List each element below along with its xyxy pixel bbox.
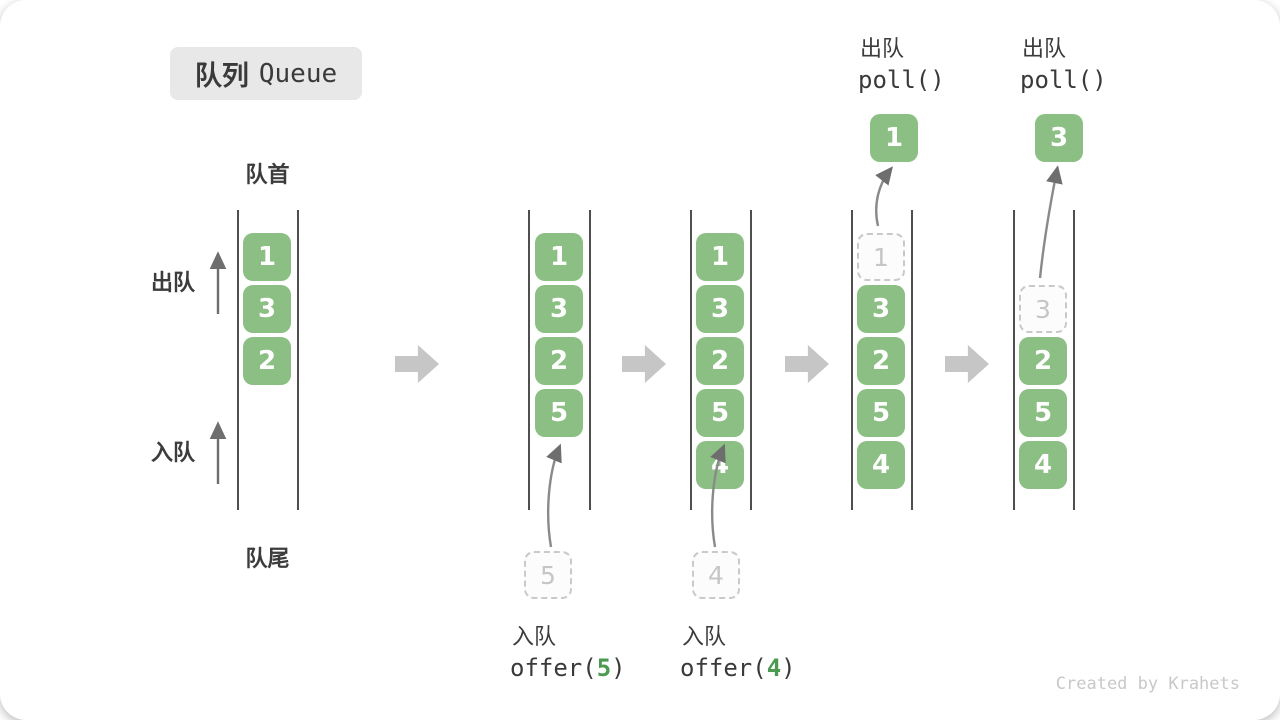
title-chinese: 队列 (194, 61, 249, 91)
label-enqueue-side: 入队 (151, 440, 196, 465)
code-offer-4-post: ) (781, 654, 796, 682)
queue-item: 3 (243, 285, 291, 333)
label-dequeue-op-2: 出队 (1022, 36, 1067, 61)
queue-item: 2 (857, 337, 905, 385)
queue-item: 3 (857, 285, 905, 333)
title-box: 队列 Queue (170, 47, 362, 100)
label-dequeue-op-1: 出队 (860, 36, 905, 61)
code-offer-5-arg: 5 (596, 654, 612, 682)
queue-wall (851, 210, 853, 510)
code-poll-1: poll() (858, 66, 945, 94)
queue-item: 5 (1019, 389, 1067, 437)
queue-wall (237, 210, 239, 510)
queue-item: 5 (696, 389, 744, 437)
queue-item: 4 (1019, 441, 1067, 489)
queue-item: 2 (1019, 337, 1067, 385)
popped-item: 3 (1035, 114, 1083, 162)
label-queue-rear: 队尾 (245, 546, 290, 571)
queue-wall (1013, 210, 1015, 510)
queue-item: 1 (243, 233, 291, 281)
queue-item: 5 (857, 389, 905, 437)
queue-item: 5 (535, 389, 583, 437)
queue-item: 1 (535, 233, 583, 281)
queue-wall (297, 210, 299, 510)
curved-arrow-poll-3-icon (1038, 165, 1063, 279)
queue-item: 4 (857, 441, 905, 489)
code-offer-5-pre: offer( (510, 654, 597, 682)
queue-wall (1073, 210, 1075, 510)
curved-arrow-enqueue-5-icon (546, 443, 562, 548)
curved-arrow-poll-1-icon (875, 166, 893, 227)
incoming-item: 4 (692, 551, 740, 599)
queue-item-removed: 1 (857, 233, 905, 281)
queue-item: 2 (535, 337, 583, 385)
flow-arrow-right-icon (945, 345, 989, 383)
code-poll-2: poll() (1020, 66, 1107, 94)
code-offer-5: offer(5) (510, 654, 626, 682)
incoming-item: 5 (524, 551, 572, 599)
code-offer-4-arg: 4 (766, 654, 782, 682)
flow-arrow-right-icon (395, 345, 439, 383)
label-queue-front: 队首 (245, 162, 290, 187)
queue-wall (690, 210, 692, 510)
queue-wall (528, 210, 530, 510)
queue-wall (589, 210, 591, 510)
label-dequeue-side: 出队 (151, 270, 196, 295)
label-enqueue-op-2: 入队 (682, 624, 727, 649)
queue-wall (750, 210, 752, 510)
queue-item: 2 (243, 337, 291, 385)
queue-item-removed: 3 (1019, 285, 1067, 333)
queue-item: 2 (696, 337, 744, 385)
queue-item: 1 (696, 233, 744, 281)
queue-wall (911, 210, 913, 510)
popped-item: 1 (870, 114, 918, 162)
flow-arrow-right-icon (785, 345, 829, 383)
code-offer-4-pre: offer( (680, 654, 767, 682)
watermark-credit: Created by Krahets (1055, 674, 1240, 694)
title-english: Queue (258, 58, 338, 89)
flow-arrow-right-icon (622, 345, 666, 383)
queue-item: 4 (696, 441, 744, 489)
queue-item: 3 (535, 285, 583, 333)
queue-item: 3 (696, 285, 744, 333)
label-enqueue-op-1: 入队 (512, 624, 557, 649)
code-offer-5-post: ) (611, 654, 626, 682)
code-offer-4: offer(4) (680, 654, 796, 682)
